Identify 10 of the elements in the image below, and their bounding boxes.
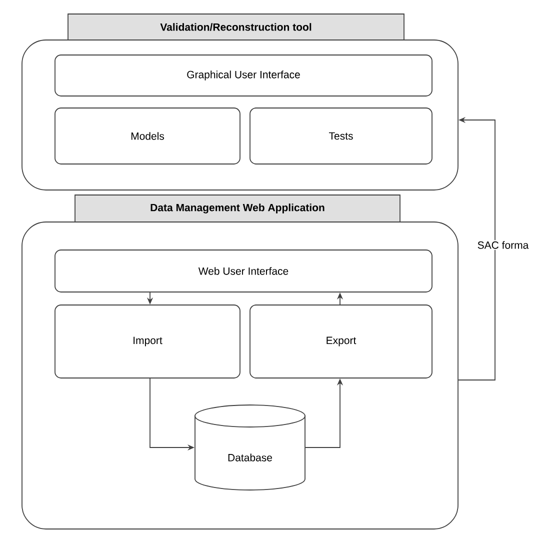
process-box: Export: [250, 304, 432, 378]
process-box: Web User Interface: [54, 250, 432, 292]
title-tab: Validation/Reconstruction tool: [68, 14, 404, 40]
process-box: Tests: [250, 108, 432, 164]
title-tab: Data Management Web Application: [74, 194, 400, 222]
process-box: Import: [54, 304, 240, 378]
process-box: Graphical User Interface: [54, 54, 432, 96]
edge-label: SAC forma: [476, 240, 530, 250]
database-cylinder: Database: [194, 404, 306, 490]
process-box: Models: [54, 108, 240, 164]
